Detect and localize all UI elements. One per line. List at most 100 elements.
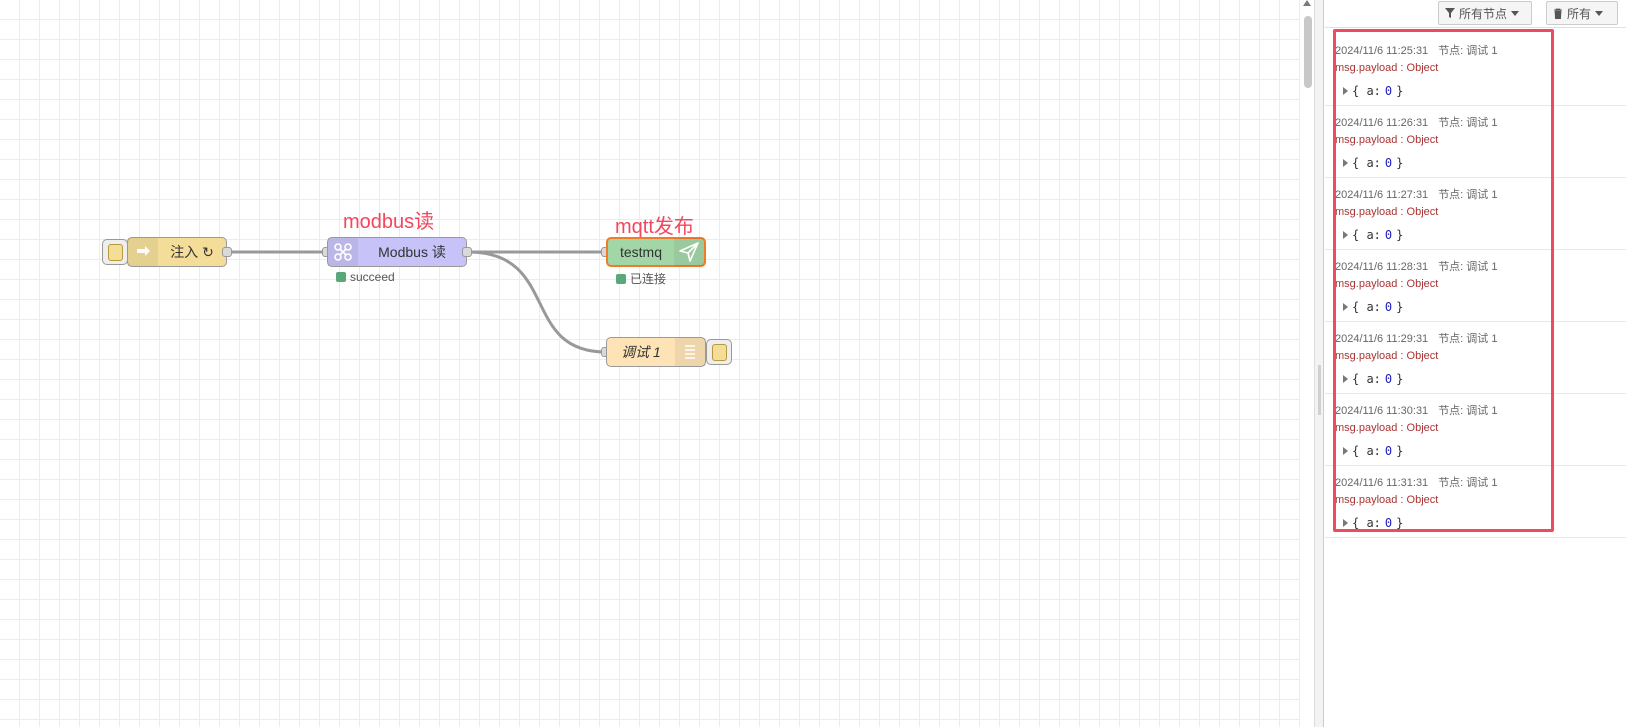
wire-modbus-debug: [467, 250, 607, 354]
expand-icon[interactable]: [1343, 231, 1348, 239]
message-topic: msg.payload : Object: [1335, 62, 1439, 74]
modbus-node-label: Modbus 读: [378, 244, 446, 260]
payload-key: { a:: [1352, 516, 1381, 530]
message-node-link[interactable]: 节点: 调试 1: [1438, 189, 1498, 201]
message-topic: msg.payload : Object: [1335, 206, 1439, 218]
message-node-link[interactable]: 节点: 调试 1: [1438, 261, 1498, 273]
message-payload[interactable]: { a: 0 }: [1343, 228, 1403, 242]
message-topic: msg.payload : Object: [1335, 494, 1439, 506]
message-timestamp: 2024/11/6 11:25:31: [1335, 45, 1429, 57]
payload-value: 0: [1384, 84, 1393, 98]
message-payload[interactable]: { a: 0 }: [1343, 300, 1403, 314]
trash-icon: [1554, 8, 1562, 19]
message-node-link[interactable]: 节点: 调试 1: [1438, 333, 1498, 345]
message-payload[interactable]: { a: 0 }: [1343, 156, 1403, 170]
debug-node-label: 调试 1: [621, 344, 661, 360]
message-node-link[interactable]: 节点: 调试 1: [1438, 405, 1498, 417]
message-payload[interactable]: { a: 0 }: [1343, 84, 1403, 98]
message-topic: msg.payload : Object: [1335, 278, 1439, 290]
arrow-right-icon: [128, 238, 158, 266]
sidebar-splitter[interactable]: [1314, 0, 1324, 727]
expand-icon[interactable]: [1343, 375, 1348, 383]
payload-value: 0: [1384, 156, 1393, 170]
splitter-grip[interactable]: [1318, 365, 1321, 415]
payload-key: { a:: [1352, 228, 1381, 242]
inject-output-port[interactable]: [222, 247, 232, 257]
list-icon: [675, 338, 705, 366]
expand-icon[interactable]: [1343, 519, 1348, 527]
payload-end: }: [1396, 300, 1404, 314]
debug-message-list: 2024/11/6 11:25:31 节点: 调试 1 msg.payload :…: [1325, 34, 1626, 538]
inject-node[interactable]: 注入 ↻: [127, 237, 227, 267]
debug-toggle-button[interactable]: [706, 339, 732, 365]
message-node-link[interactable]: 节点: 调试 1: [1438, 45, 1498, 57]
payload-key: { a:: [1352, 444, 1381, 458]
message-timestamp: 2024/11/6 11:26:31: [1335, 117, 1429, 129]
payload-value: 0: [1384, 372, 1393, 386]
send-icon: [674, 238, 704, 266]
annotation-mqtt: mqtt发布: [615, 216, 694, 238]
clear-button-label: 所有: [1567, 6, 1592, 21]
mqtt-out-node[interactable]: testmq: [606, 237, 706, 267]
status-dot-icon: [336, 272, 346, 282]
canvas-scrollbar[interactable]: [1300, 0, 1314, 727]
flow-wires: [228, 250, 607, 354]
debug-message: 2024/11/6 11:26:31 节点: 调试 1 msg.payload :…: [1325, 106, 1626, 178]
expand-icon[interactable]: [1343, 447, 1348, 455]
payload-end: }: [1396, 228, 1404, 242]
expand-icon[interactable]: [1343, 87, 1348, 95]
debug-node[interactable]: 调试 1: [606, 337, 706, 367]
scroll-up-icon[interactable]: [1303, 0, 1311, 6]
message-node-link[interactable]: 节点: 调试 1: [1438, 117, 1498, 129]
payload-key: { a:: [1352, 372, 1381, 386]
message-payload[interactable]: { a: 0 }: [1343, 516, 1403, 530]
payload-key: { a:: [1352, 300, 1381, 314]
mqtt-status: 已连接: [616, 270, 666, 287]
modbus-output-port[interactable]: [462, 247, 472, 257]
modbus-status: succeed: [336, 270, 395, 284]
expand-icon[interactable]: [1343, 159, 1348, 167]
scrollbar-thumb[interactable]: [1304, 16, 1312, 88]
payload-key: { a:: [1352, 156, 1381, 170]
filter-nodes-button[interactable]: 所有节点: [1438, 1, 1532, 25]
modbus-status-text: succeed: [350, 270, 395, 284]
modbus-read-node[interactable]: Modbus 读: [327, 237, 467, 267]
status-dot-icon: [616, 273, 626, 284]
annotation-modbus: modbus读: [343, 211, 435, 233]
filter-icon: [1445, 8, 1455, 18]
inject-trigger-button[interactable]: [102, 239, 128, 265]
message-payload[interactable]: { a: 0 }: [1343, 444, 1403, 458]
payload-end: }: [1396, 516, 1404, 530]
payload-value: 0: [1384, 300, 1393, 314]
payload-key: { a:: [1352, 84, 1381, 98]
message-timestamp: 2024/11/6 11:28:31: [1335, 261, 1429, 273]
expand-icon[interactable]: [1343, 303, 1348, 311]
payload-end: }: [1396, 444, 1404, 458]
chevron-down-icon: [1511, 10, 1520, 16]
debug-toolbar: 所有节点 所有: [1325, 0, 1626, 28]
message-timestamp: 2024/11/6 11:29:31: [1335, 333, 1429, 345]
payload-value: 0: [1384, 516, 1393, 530]
payload-end: }: [1396, 84, 1404, 98]
message-topic: msg.payload : Object: [1335, 134, 1439, 146]
debug-message: 2024/11/6 11:25:31 节点: 调试 1 msg.payload :…: [1325, 34, 1626, 106]
filter-button-label: 所有节点: [1459, 6, 1508, 21]
message-node-link[interactable]: 节点: 调试 1: [1438, 477, 1498, 489]
debug-message: 2024/11/6 11:28:31 节点: 调试 1 msg.payload :…: [1325, 250, 1626, 322]
message-topic: msg.payload : Object: [1335, 350, 1439, 362]
debug-sidebar: 所有节点 所有 2024/11/6 11:25:31 节点: 调试 1 msg.p…: [1325, 0, 1626, 727]
payload-end: }: [1396, 372, 1404, 386]
clear-messages-button[interactable]: 所有: [1546, 1, 1618, 25]
modbus-icon: [328, 238, 358, 266]
flow-canvas[interactable]: 注入 ↻ modbus读 Modbus 读 succeed mqtt发布 tes…: [0, 0, 1300, 727]
message-payload[interactable]: { a: 0 }: [1343, 372, 1403, 386]
message-timestamp: 2024/11/6 11:30:31: [1335, 405, 1429, 417]
message-timestamp: 2024/11/6 11:27:31: [1335, 189, 1429, 201]
debug-message: 2024/11/6 11:29:31 节点: 调试 1 msg.payload :…: [1325, 322, 1626, 394]
payload-value: 0: [1384, 228, 1393, 242]
payload-value: 0: [1384, 444, 1393, 458]
debug-message: 2024/11/6 11:27:31 节点: 调试 1 msg.payload :…: [1325, 178, 1626, 250]
